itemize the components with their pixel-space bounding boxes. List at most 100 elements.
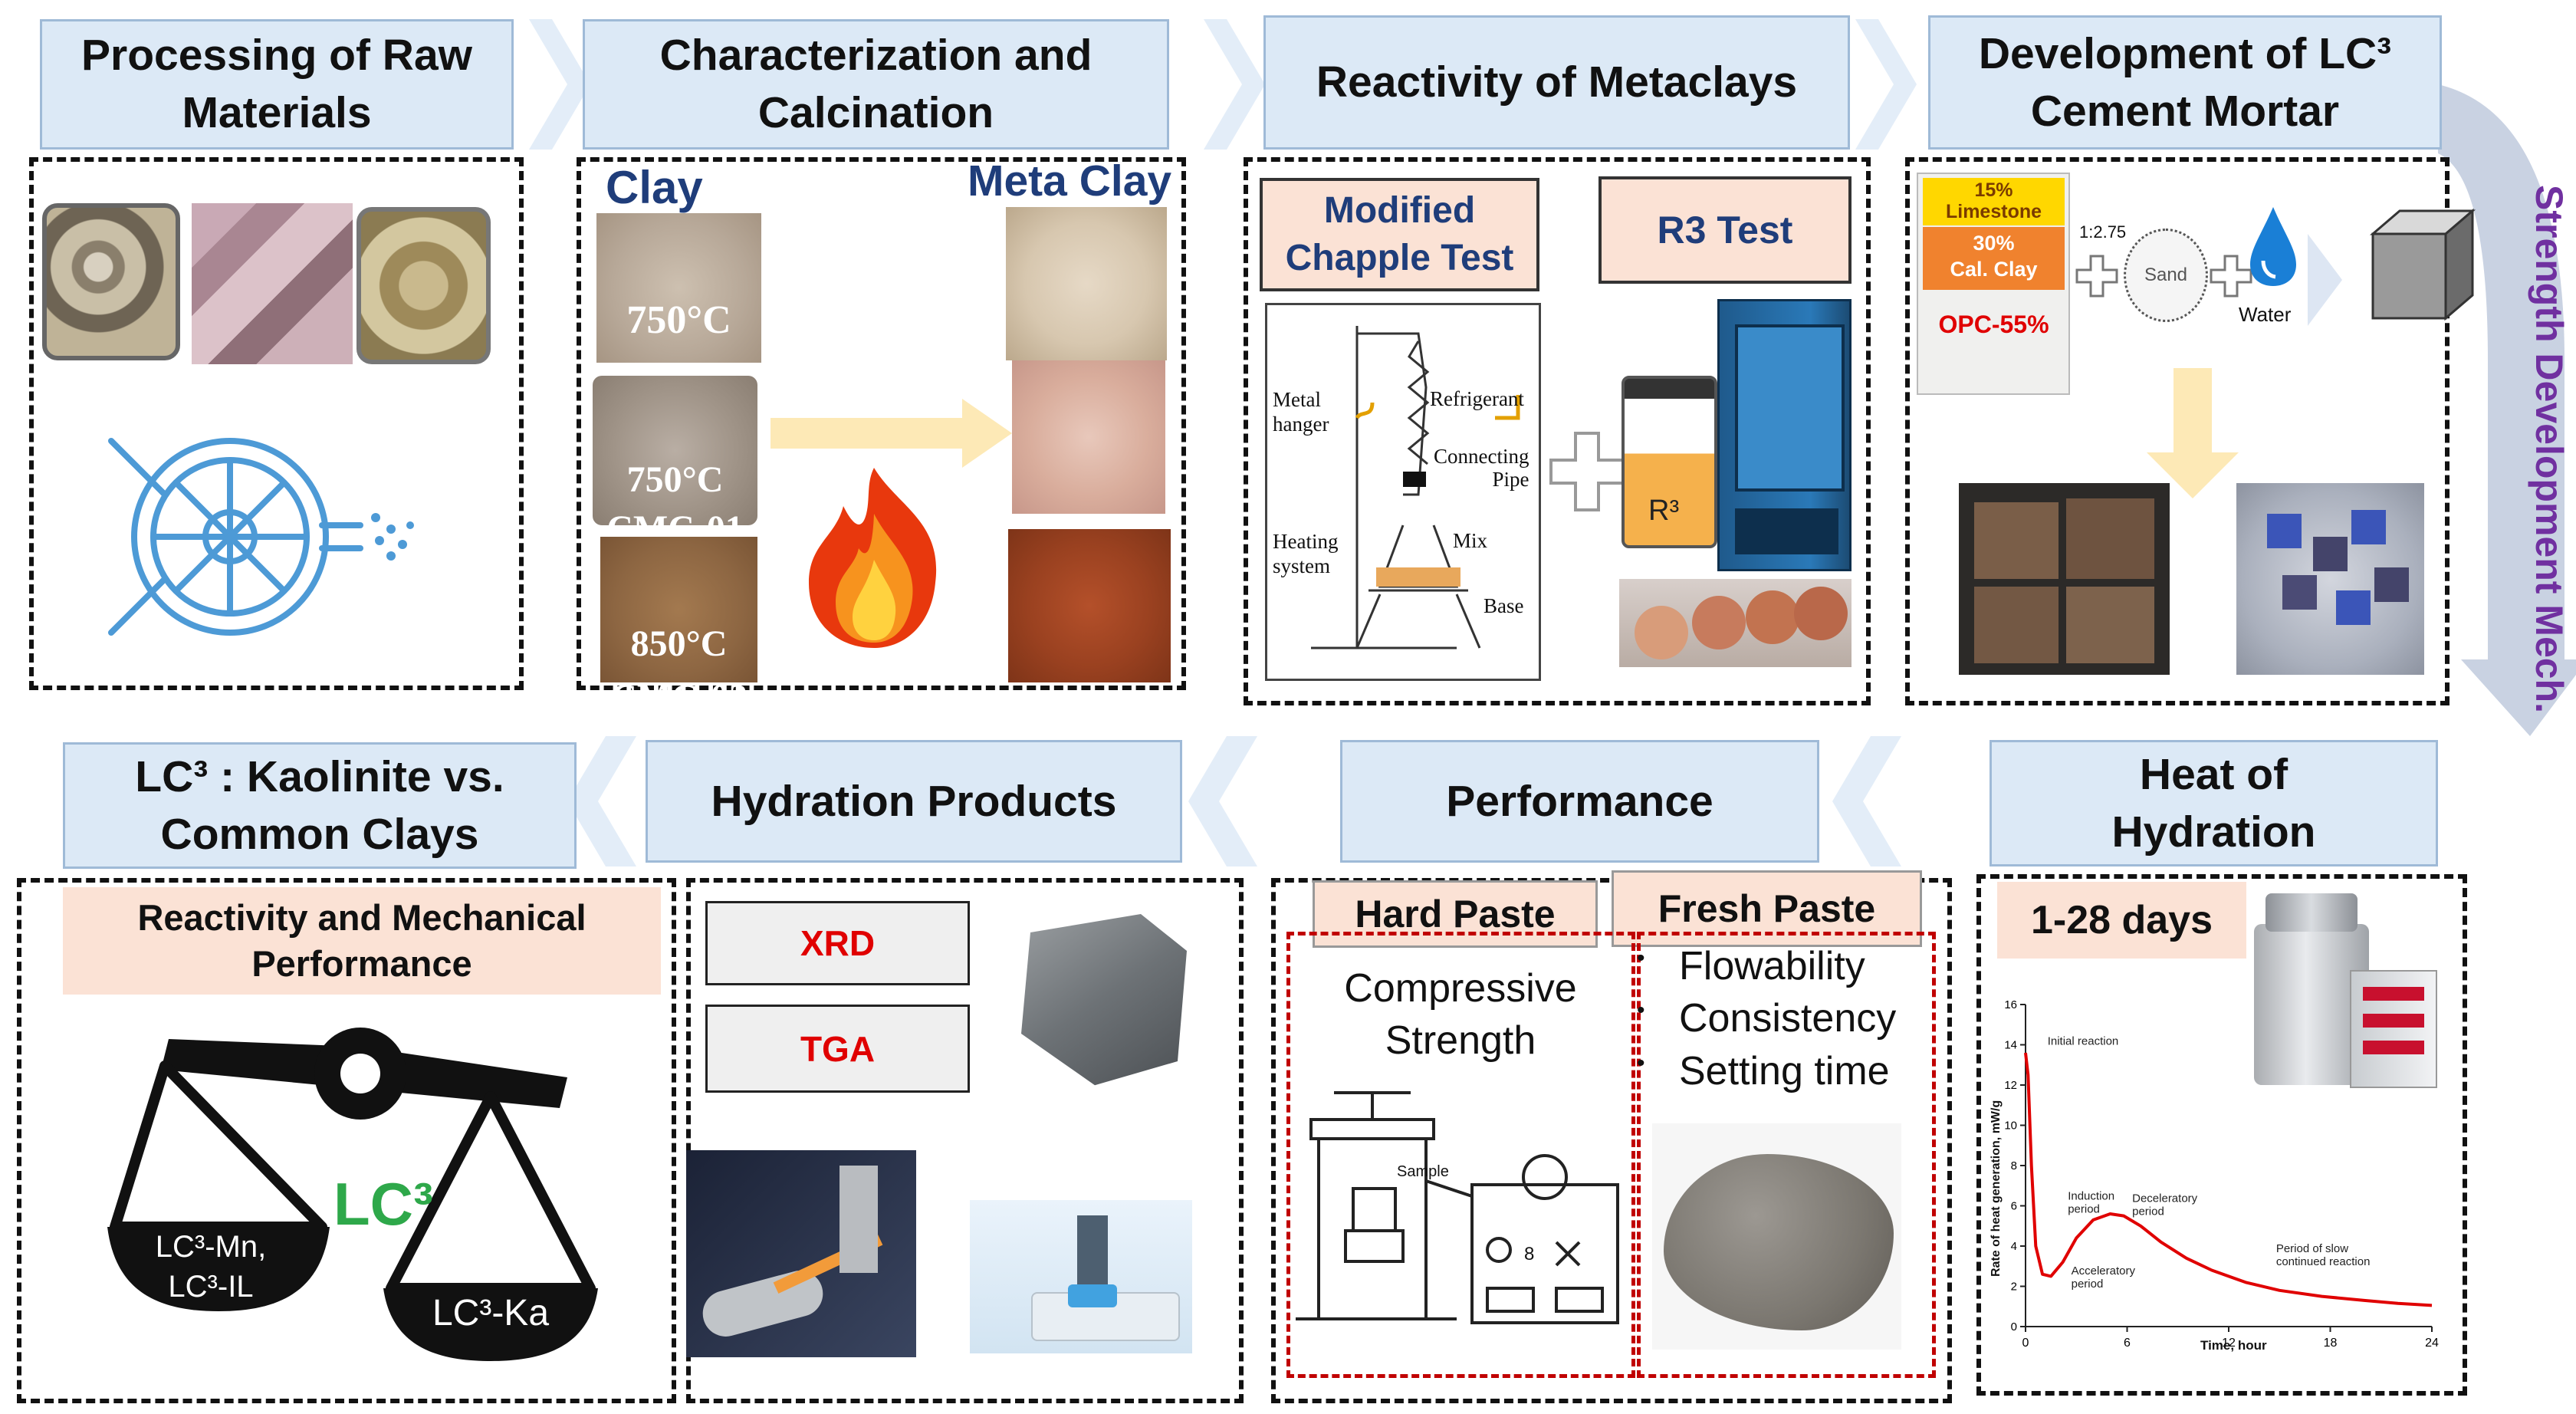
hard-paste-panel [1286,932,1635,1378]
y-tick-label: 14 [2004,1039,2017,1052]
chevron-left-3 [567,736,636,866]
series-line-0 [2024,1052,2433,1307]
y-tick-label: 2 [2011,1281,2017,1294]
fresh-bullet-1: • [1637,945,1645,971]
fresh-bullet-3: • [1637,1051,1645,1076]
chart-y-axis-label: Rate of heat generation, mW/g [1990,1100,2003,1278]
y-tick-label: 10 [2004,1120,2017,1133]
header-hydration-products: Hydration Products [646,740,1182,863]
bag-opc-text: OPC-55% [1938,311,2049,338]
panel-heat-of-hydration [1976,874,2467,1396]
label-metal-hanger: Metal hanger [1273,388,1329,436]
y-tick-label: 12 [2004,1079,2017,1092]
header-characterization: Characterization and Calcination [583,19,1169,150]
label-refrigerant: Refrigerant [1430,387,1524,410]
y-tick-label: 16 [2004,998,2017,1011]
fresh-paste-title: Fresh Paste [1612,870,1922,947]
calcination-arrow [770,399,1012,468]
bag-limestone-band [1923,178,2065,225]
chevron-left-2 [1188,736,1257,866]
fresh-paste-photo [1652,1123,1901,1350]
chapple-test-title: Modified Chapple Test [1260,178,1539,291]
r3-jar [1622,376,1717,548]
meta-clay-photo-1 [1006,207,1167,360]
header-heat-of-hydration: Heat of Hydration [1990,740,2438,866]
y-tick-label: 8 [2011,1159,2017,1172]
meta-clay-title: Meta Clay [968,156,1172,206]
header-lc3-comparison: LC³ : Kaolinite vs. Common Clays [63,742,577,869]
calorimeter-photo [2254,893,2438,1104]
chart-x-axis-label: Time, hour [2200,1338,2267,1353]
x-tick-label: 0 [2022,1337,2029,1350]
heat-period-label: 1-28 days [1997,882,2246,959]
compressive-strength-label: Compressive Strength [1344,966,1577,1063]
lc3-subtitle: Reactivity and Mechanical Performance [63,887,661,995]
header-processing-raw: Processing of Raw Materials [40,19,514,150]
y-tick-label: 0 [2011,1320,2017,1333]
r3-test-title: R3 Test [1598,176,1852,284]
right-pan-label: LC³-Ka [432,1293,550,1333]
sample-label: Sample [1397,1163,1449,1180]
panel-raw-materials [29,157,524,690]
tga-instrument-photo [970,1200,1192,1353]
meta-clay-photo-2 [1012,360,1165,514]
plus-icon-reactivity [1549,432,1625,511]
mix-ratio: 1:2.75 [2079,222,2127,242]
chart-lines [2024,1052,2433,1307]
chapple-apparatus-drawing [1311,326,1520,649]
chevron-left-1 [1832,736,1901,866]
mortar-cubes-photo [1959,483,2170,675]
panel-lc3-comparison [17,878,676,1403]
sand-circle [2124,229,2208,322]
header-development: Development of LC³ Cement Mortar [1928,15,2442,150]
header-performance: Performance [1340,740,1819,863]
side-label-strength: Strength Development Mech. [2528,184,2571,713]
fresh-paste-panel [1637,932,1936,1378]
meta-clay-photo-3 [1008,529,1171,682]
display-number: 8 [1524,1244,1535,1264]
plus-icon-2 [2210,255,2252,298]
arrow-down-to-specimens [2147,368,2239,498]
chevron-right-1 [529,19,590,150]
grinder-icon [108,438,414,636]
bag-clay-band [1923,227,2065,290]
raw-material-photo-3 [356,207,491,364]
bag-limestone-text: Limestone [1945,201,2042,222]
mortar-specimens-photo [2236,483,2424,675]
label-mix: Mix [1453,529,1488,552]
x-tick-label: 18 [2324,1337,2338,1350]
panel-development [1905,157,2450,705]
y-tick-label: 4 [2011,1240,2017,1253]
lc3-logo: LC³ [334,1170,433,1238]
water-label: Water [2239,303,2292,326]
label-connecting-pipe: Connecting Pipe [1434,445,1530,491]
clay-sample-cmc02 [600,537,757,682]
left-pan-label: LC³-Mn, LC³-IL [155,1230,267,1304]
raw-material-photo-1 [42,203,180,360]
xrd-instrument-photo [686,1150,916,1357]
hard-paste-title: Hard Paste [1313,880,1598,948]
compression-machine-icon [1296,1091,1619,1324]
clay-title: Clay [606,162,703,213]
chapple-apparatus-frame [1265,303,1541,681]
sand-label: Sand [2144,265,2188,285]
annotation-label: Initial reaction [2048,1035,2119,1048]
plus-icon-1 [2075,255,2118,298]
r3-specimens-photo [1619,579,1852,667]
mortar-cube-icon [2369,208,2476,321]
x-tick-label: 6 [2124,1337,2131,1350]
tga-box: TGA [705,1005,970,1093]
xrd-box: XRD [705,901,970,985]
panel-calcination [577,157,1186,690]
r3-jar-label: R³ [1648,495,1680,527]
water-drop-icon [2250,207,2296,286]
arrow-to-cube [2308,234,2342,326]
fresh-item-consistency: Consistency [1679,996,1897,1041]
y-tick-label: 6 [2011,1200,2017,1213]
